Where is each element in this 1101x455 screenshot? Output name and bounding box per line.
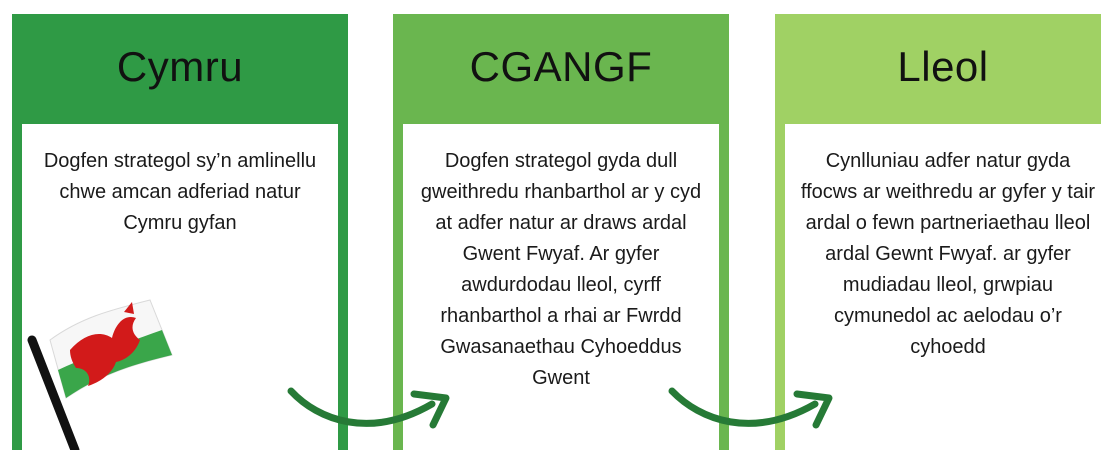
panel-description: Dogfen strategol sy’n amlinellu chwe amc… [43, 150, 317, 234]
panel-title: Lleol [897, 43, 989, 90]
panel-lleol: Lleol Cynlluniau adfer natur gyda ffocws… [775, 14, 1101, 455]
panel-description: Dogfen strategol gyda dull gweithredu rh… [420, 150, 702, 389]
panel-text-box: Dogfen strategol sy’n amlinellu chwe amc… [22, 124, 338, 455]
panel-text-box: Dogfen strategol gyda dull gweithredu rh… [403, 124, 719, 455]
panel-cymru: Cymru Dogfen strategol sy’n amlinellu ch… [12, 14, 348, 455]
panel-cgangf: CGANGF Dogfen strategol gyda dull gweith… [393, 14, 729, 455]
panel-description: Cynlluniau adfer natur gyda ffocws ar we… [800, 150, 1096, 358]
panel-text-box: Cynlluniau adfer natur gyda ffocws ar we… [785, 124, 1101, 455]
panel-title: CGANGF [469, 43, 653, 90]
panel-title: Cymru [116, 43, 244, 90]
